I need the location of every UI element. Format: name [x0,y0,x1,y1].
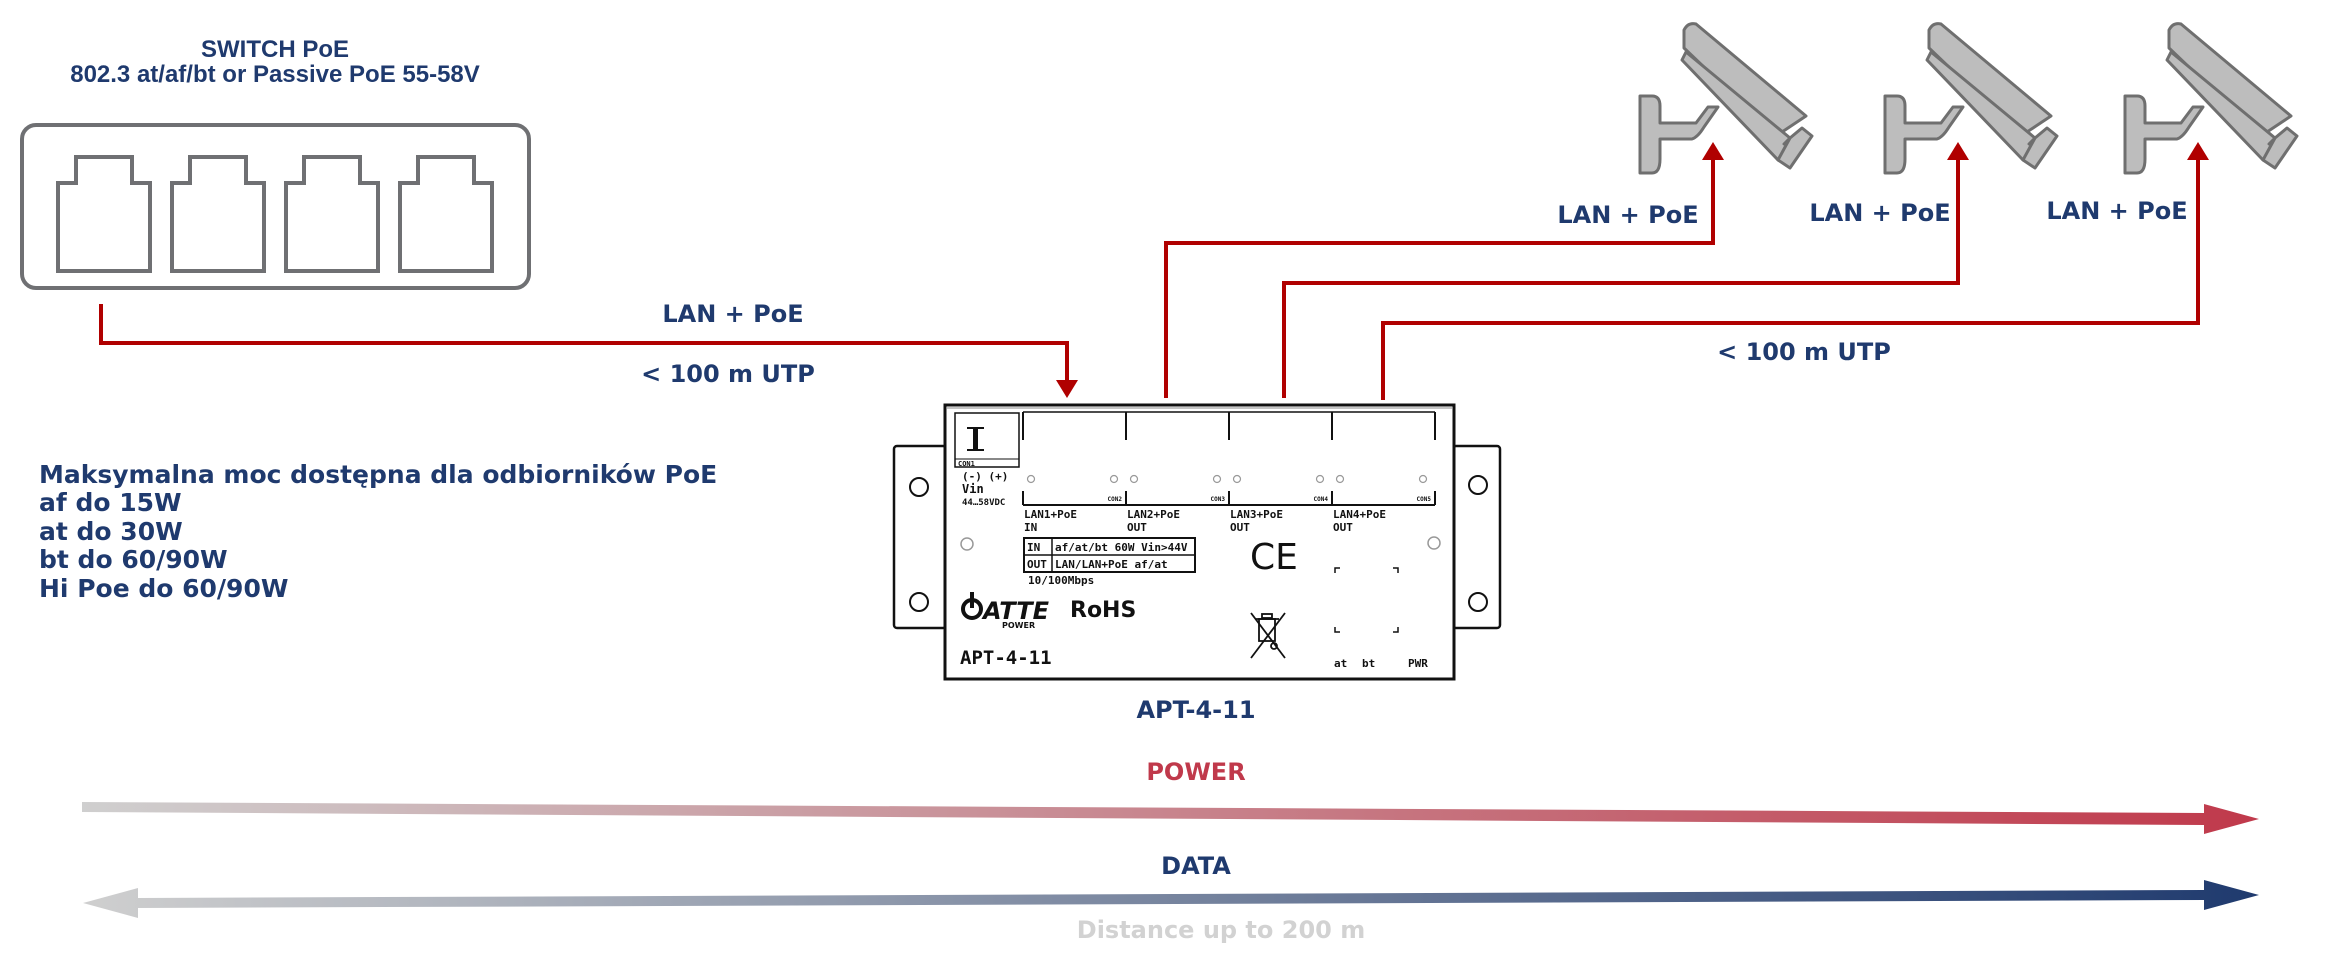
switch-box [20,123,531,290]
device-ports: CON2LAN1+PoEINCON3LAN2+PoEOUTCON4LAN3+Po… [1022,411,1436,534]
power-info-line: Hi Poe do 60/90W [39,574,288,603]
cctv-camera-icon [2123,22,2299,175]
cable-camera-1 [1164,156,1715,398]
cable-camera-1-arrowhead [1702,142,1724,160]
camera-2-label: LAN + PoE [1809,199,1950,227]
mount-hole [1468,592,1488,612]
device-apt-4-11: CON1 (-) (+) Vin 44…58VDC CON2LAN1+PoEIN… [892,403,1502,681]
power-info-line: Maksymalna moc dostępna dla odbiorników … [39,460,717,489]
spec-value: af/at/bt 60W Vin>44V [1055,541,1188,554]
ce-mark: CE [1250,537,1298,578]
port-label: LAN4+PoE [1333,508,1386,521]
cctv-camera-icon [1638,22,1814,175]
cctv-camera-icon [1883,22,2059,175]
port-con-label: CON3 [1211,496,1226,503]
led-label-bt: bt [1362,657,1375,670]
mount-hole [1468,475,1488,495]
uplink-arrowhead [1056,380,1078,398]
rj45-port-icon [170,155,266,273]
uplink-label-top: LAN + PoE [662,300,803,328]
port-direction: IN [1024,521,1037,534]
terminal-screw-icon [973,428,978,450]
data-arrow [83,880,2259,918]
speed-label: 10/100Mbps [1028,574,1094,587]
rj45-port-icon [398,155,494,273]
power-arrow [82,802,2259,834]
switch-title: SWITCH PoE [201,36,349,63]
camera-3-label: LAN + PoE [2046,197,2187,225]
power-info-line: af do 15W [39,488,182,517]
port-con-label: CON2 [1108,496,1123,503]
led-label-at: at [1334,657,1347,670]
switch-ports [56,155,494,273]
brand-name: ATTE [981,597,1050,625]
cable-camera-2-arrowhead [1947,142,1969,160]
cable-camera-2 [1282,156,1960,398]
terminal-vin: Vin [962,482,984,496]
spec-key: IN [1027,541,1040,554]
spec-key: OUT [1027,558,1047,571]
switch-subtitle: 802.3 at/af/bt or Passive PoE 55-58V [70,61,480,88]
power-info-line: bt do 60/90W [39,545,228,574]
camera-1-label: LAN + PoE [1557,201,1698,229]
spec-value: LAN/LAN+PoE af/at [1055,558,1168,571]
device-model-label: APT-4-11 [960,647,1052,669]
rj45-port-icon [56,155,152,273]
uplink-label-bottom: < 100 m UTP [641,360,815,388]
data-label: DATA [1161,852,1231,880]
power-terminal [954,412,1020,468]
port-direction: OUT [1127,521,1147,534]
port-con-label: CON5 [1417,496,1432,503]
port-direction: OUT [1230,521,1250,534]
rohs-mark: RoHS [1070,598,1136,623]
rj45-port-icon [284,155,380,273]
power-info-line: at do 30W [39,517,183,546]
port-label: LAN2+PoE [1127,508,1180,521]
atte-logo: ATTE POWER [961,592,1050,630]
power-label: POWER [1146,758,1245,786]
brand-sub: POWER [1002,621,1035,630]
led-label-pwr: PWR [1408,657,1428,670]
port-label: LAN3+PoE [1230,508,1283,521]
terminal-voltage: 44…58VDC [962,498,1005,508]
cable-camera-3-arrowhead [2187,142,2209,160]
device-caption: APT-4-11 [1136,696,1255,724]
led-window [1334,567,1399,633]
port-label: LAN1+PoE [1024,508,1077,521]
cable-camera-3 [1381,156,2200,400]
downlink-label: < 100 m UTP [1717,338,1891,366]
power-info: Maksymalna moc dostępna dla odbiorników … [39,460,717,603]
terminal-polarity: (-) (+) [962,470,1008,483]
port-con-label: CON4 [1314,496,1329,503]
weee-bin-icon [1250,612,1286,659]
mount-hole [909,592,929,612]
terminal-con-label: CON1 [958,460,975,468]
mount-hole [909,477,929,497]
device-body [943,403,1456,681]
port-direction: OUT [1333,521,1353,534]
uplink-cable [99,304,1069,384]
distance-label: Distance up to 200 m [1077,916,1365,944]
